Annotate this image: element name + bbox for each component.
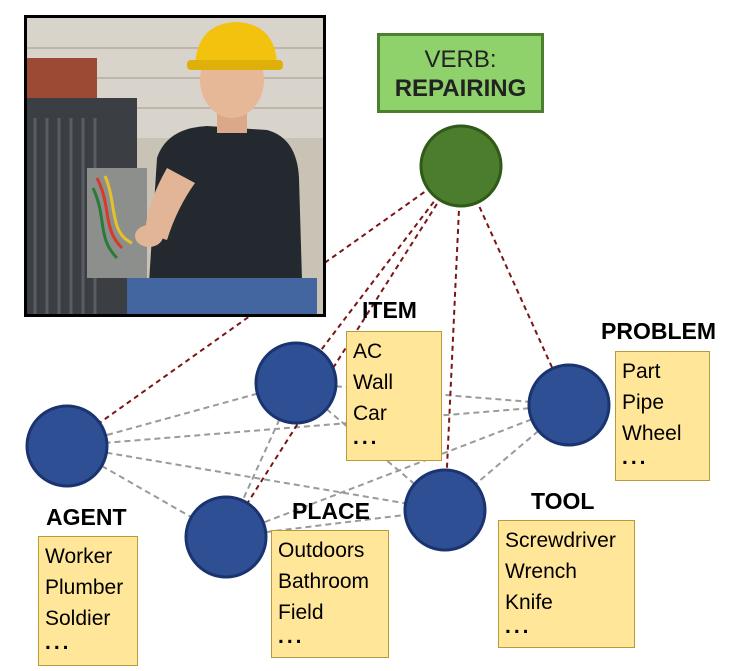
role-edge — [66, 445, 446, 511]
role-value: Soldier — [45, 607, 111, 630]
role-label-item: ITEM — [362, 297, 417, 323]
role-values-problem: Part Pipe Wheel ... — [615, 351, 710, 481]
problem-node — [527, 363, 611, 447]
role-values-item: AC Wall Car ... — [346, 331, 442, 461]
verb-box: VERB: REPAIRING — [377, 33, 544, 113]
role-value: Wrench — [505, 560, 577, 583]
role-label-problem: PROBLEM — [601, 318, 716, 344]
agent-node — [25, 404, 109, 488]
verb-edge — [295, 165, 462, 384]
role-value: Part — [622, 360, 661, 383]
role-value: Wheel — [622, 422, 682, 445]
role-value: Pipe — [622, 391, 665, 414]
role-value: Car — [353, 402, 387, 425]
role-value: Worker — [45, 545, 113, 568]
verb-edge — [444, 165, 462, 511]
role-values-tool: Screwdriver Wrench Knife ... — [498, 520, 635, 648]
role-label-place: PLACE — [292, 498, 370, 524]
role-value-more: ... — [505, 615, 532, 638]
role-value: AC — [353, 340, 383, 363]
role-edge — [295, 382, 570, 406]
role-label-agent: AGENT — [46, 504, 127, 530]
place-node — [184, 495, 268, 579]
role-value: Outdoors — [278, 539, 365, 562]
role-value: Knife — [505, 591, 553, 614]
role-value-more: ... — [622, 446, 649, 469]
graph-nodes — [25, 124, 611, 579]
role-value: Bathroom — [278, 570, 370, 593]
role-edge — [66, 404, 570, 447]
verb-edge — [225, 165, 462, 538]
role-edge — [225, 404, 570, 538]
repair-photo — [24, 15, 326, 317]
role-value-more: ... — [353, 426, 380, 449]
role-value: Plumber — [45, 576, 124, 599]
role-value: Field — [278, 601, 324, 624]
photo-illustration — [27, 18, 323, 314]
verb-name: REPAIRING — [394, 75, 527, 102]
role-value: Wall — [353, 371, 394, 394]
role-label-tool: TOOL — [531, 488, 595, 514]
item-node — [254, 341, 338, 425]
verb-edge — [460, 165, 570, 406]
role-value-more: ... — [45, 631, 72, 654]
role-value-more: ... — [278, 625, 305, 648]
verb-prefix: VERB: — [424, 46, 497, 73]
role-values-agent: Worker Plumber Soldier ... — [38, 536, 138, 666]
tool-node — [403, 468, 487, 552]
verb-node — [419, 124, 503, 208]
role-value: Screwdriver — [505, 529, 616, 552]
role-values-place: Outdoors Bathroom Field ... — [271, 530, 389, 658]
